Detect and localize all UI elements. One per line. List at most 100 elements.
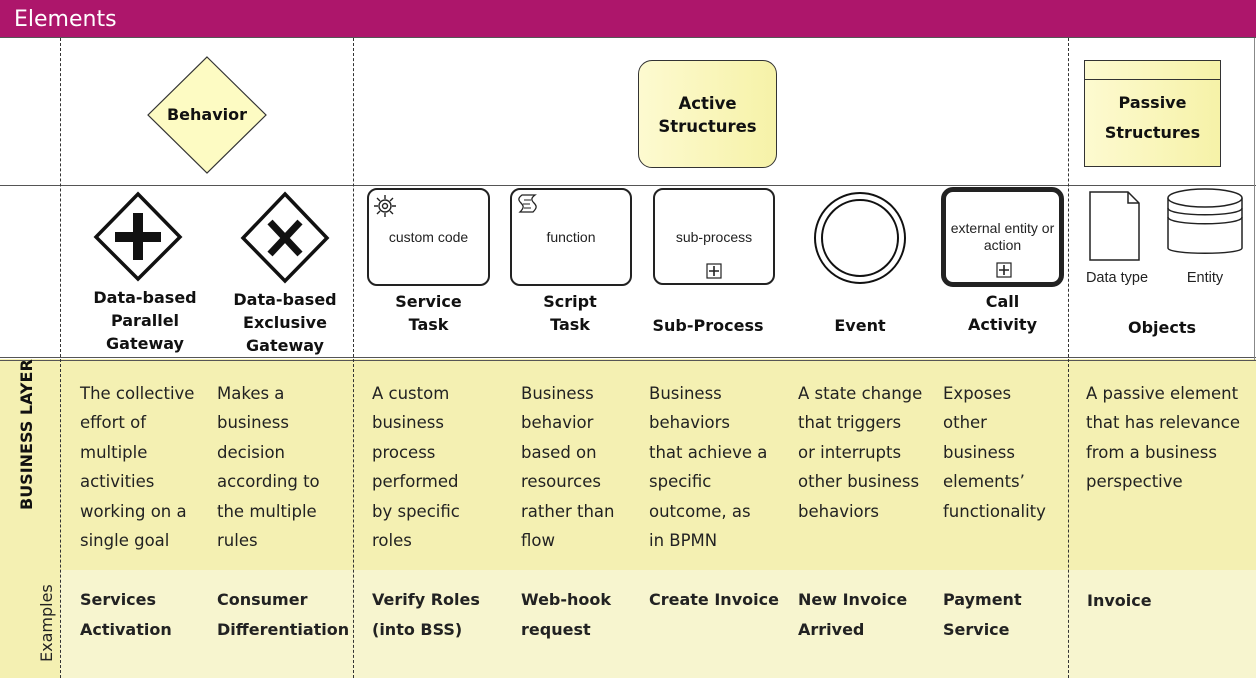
divider [0,37,1256,38]
plus-gateway-icon [93,191,183,282]
column-title-line: Objects [1127,318,1197,337]
column-separator [353,38,354,678]
column-title: Call Activity [941,290,1064,336]
service-task-box: custom code [367,188,490,286]
description-line: rules [217,531,258,551]
description-line: according to [217,472,320,492]
column-title-line: Task [550,315,590,334]
column-title-line: Event [834,316,886,335]
sub-process-box: sub-process [653,188,775,285]
column-description: A passive element that has relevance fro… [1086,379,1254,497]
column-title: Data-based Parallel Gateway [80,286,210,355]
column-example: Web-hook request [521,585,646,644]
column-description: Makes a business decision according to t… [217,379,353,555]
passive-structures-tab [1085,61,1220,80]
description-line: functionality [943,501,1046,521]
example-line: Payment [943,590,1022,609]
description-line: single goal [80,531,170,551]
call-activity-text: action [983,237,1022,253]
description-line: that has relevance [1086,413,1241,433]
passive-structures-line: Passive [1118,93,1187,112]
column-example: Create Invoice [649,585,795,615]
example-line: Arrived [798,619,865,639]
document-icon [1089,191,1140,261]
service-task-text: custom code [388,229,469,245]
example-line: Verify Roles [372,590,480,609]
behavior-diamond [147,56,267,174]
column-title: Script Task [510,290,630,336]
column-example: Payment Service [943,585,1067,644]
expand-plus-icon [996,262,1012,278]
description-line: other business [798,472,920,492]
divider [0,357,1256,358]
description-line: A passive element [1086,384,1239,403]
description-line: roles [372,531,412,551]
description-line: activities [80,472,155,492]
column-example: Services Activation [80,585,216,644]
example-line: Web-hook [521,590,612,609]
description-line: performed [372,472,459,492]
description-line: The collective [80,384,195,403]
example-line: New Invoice [798,590,908,609]
description-line: multiple [80,442,148,462]
column-title-line: Gateway [106,334,184,353]
column-example: Consumer Differentiation [217,585,353,644]
example-line: Activation [80,619,172,639]
column-example: New Invoice Arrived [798,585,940,644]
column-title: Service Task [367,290,490,336]
description-line: the multiple [217,501,317,521]
column-title: Data-based Exclusive Gateway [220,288,350,357]
description-line: flow [521,531,555,551]
entity-label: Entity [1186,270,1224,286]
call-activity-box: external entity or action [941,187,1064,287]
column-description: Business behaviors that achieve a specif… [649,379,795,555]
description-line: specific [649,472,712,492]
description-line: in BPMN [649,531,718,551]
description-line: Exposes [943,384,1012,403]
x-gateway-icon [240,191,330,284]
example-line: Differentiation [217,619,350,639]
description-line: working on a [80,501,187,521]
business-layer-band [0,359,1256,570]
example-line: Create Invoice [649,590,779,609]
column-title-line: Activity [968,315,1037,334]
description-line: behavior [521,413,594,433]
description-line: elements’ [943,472,1025,492]
description-line: business [372,413,444,433]
column-example: Invoice [1087,586,1247,616]
database-icon [1167,188,1243,254]
column-title-line: Data-based [233,290,337,309]
business-layer-label: BUSINESS LAYER [17,359,36,510]
example-line: request [521,619,591,639]
column-description: A state change that triggers or interrup… [798,379,940,526]
description-line: behaviors [798,501,880,521]
example-line: Service [943,619,1010,639]
column-description: Exposes other business elements’ functio… [943,379,1067,526]
column-title: Objects [1100,316,1224,339]
active-structures-line: Structures [658,117,757,136]
script-icon [518,194,537,213]
description-line: effort of [80,413,147,433]
call-activity-text: external entity or [950,220,1055,236]
description-line: other [943,413,987,433]
column-description: Business behavior based on resources rat… [521,379,646,555]
column-separator [60,38,61,678]
example-line: Services [80,590,157,609]
right-border [1254,38,1255,360]
description-line: decision [217,442,286,462]
column-example: Verify Roles (into BSS) [372,585,512,644]
example-line: (into BSS) [372,619,463,639]
column-title-line: Script [543,292,597,311]
description-line: from a business [1086,442,1217,462]
column-title-line: Parallel [110,311,180,330]
column-title-line: Exclusive [243,313,327,332]
description-line: A custom [372,384,450,403]
description-line: or interrupts [798,442,902,462]
divider [0,360,1256,361]
description-line: that achieve a [649,442,768,462]
active-structures-box: Active Structures [638,60,777,168]
column-title-line: Task [408,315,449,334]
passive-structures-box: Passive Structures [1084,60,1221,167]
example-line: Invoice [1087,591,1152,610]
script-task-text: function [546,229,596,245]
